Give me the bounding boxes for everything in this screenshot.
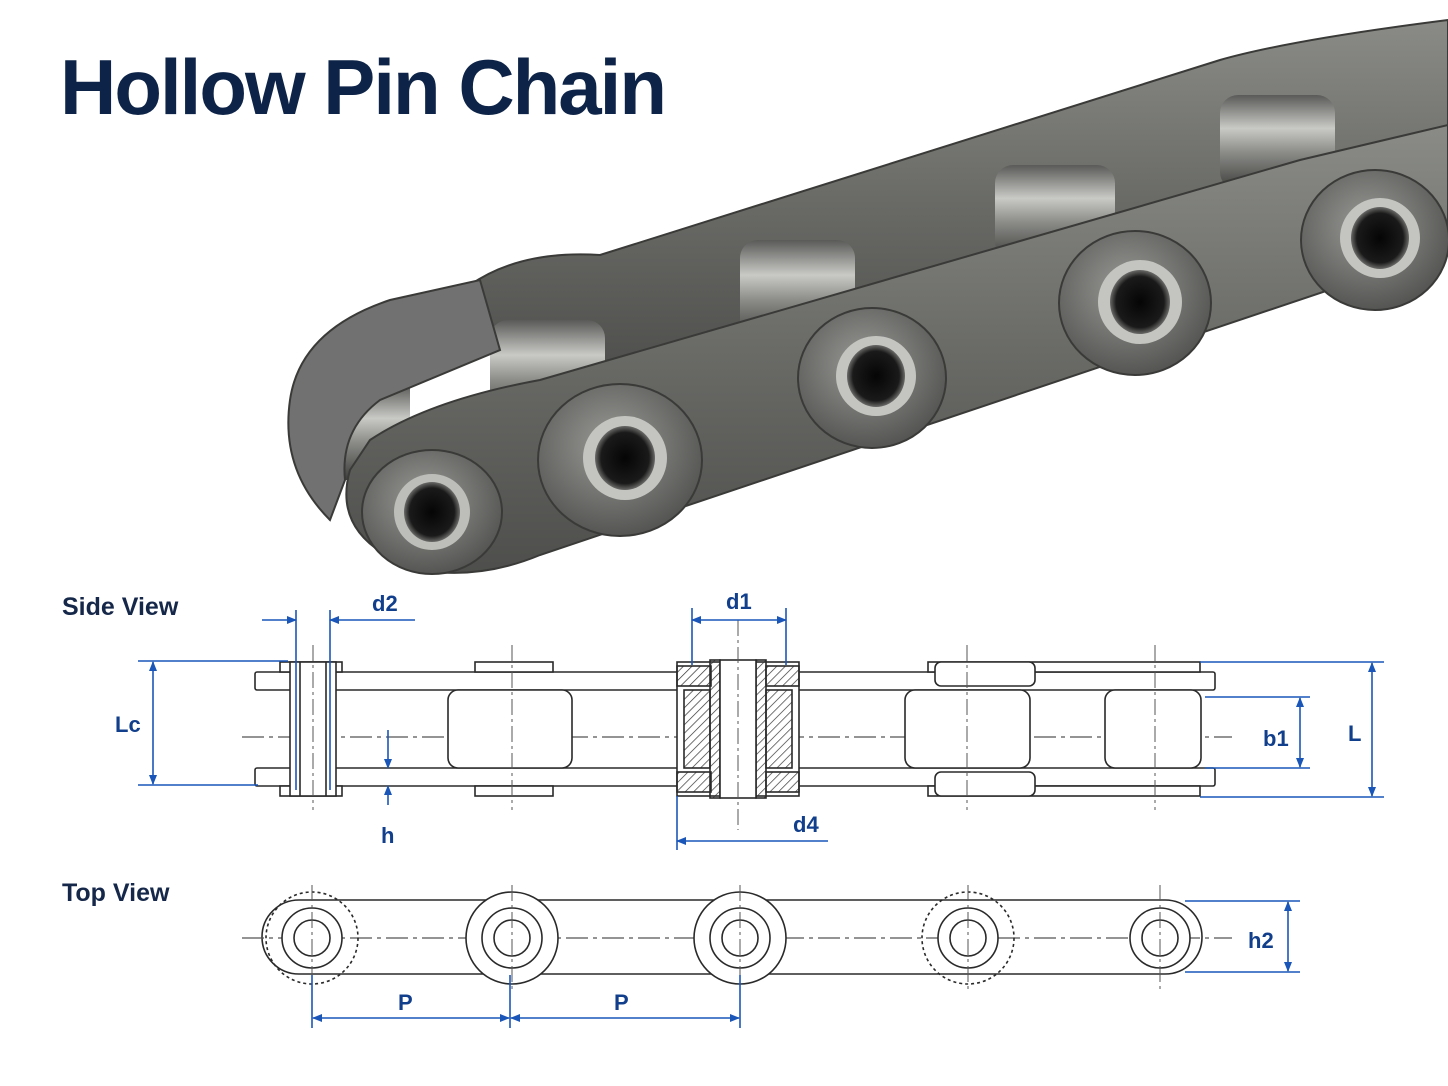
top-view-label: Top View xyxy=(62,879,170,907)
chain-bushings xyxy=(361,169,1448,575)
side-view-drawing xyxy=(242,620,1232,830)
top-view-drawing xyxy=(242,885,1232,990)
b1-label: b1 xyxy=(1263,726,1289,751)
d1-label: d1 xyxy=(726,589,752,614)
lc-label: Lc xyxy=(115,712,141,737)
side-view-label: Side View xyxy=(62,593,179,621)
page-title: Hollow Pin Chain xyxy=(60,43,667,131)
l-label: L xyxy=(1348,721,1361,746)
d2-label: d2 xyxy=(372,591,398,616)
h-label: h xyxy=(381,823,394,848)
p2-label: P xyxy=(614,990,629,1015)
chain-illustration xyxy=(287,18,1448,575)
h2-label: h2 xyxy=(1248,928,1274,953)
p1-label: P xyxy=(398,990,413,1015)
d4-label: d4 xyxy=(793,812,819,837)
side-view-dimensions xyxy=(138,608,1384,850)
top-view-dimensions xyxy=(311,900,1300,1028)
